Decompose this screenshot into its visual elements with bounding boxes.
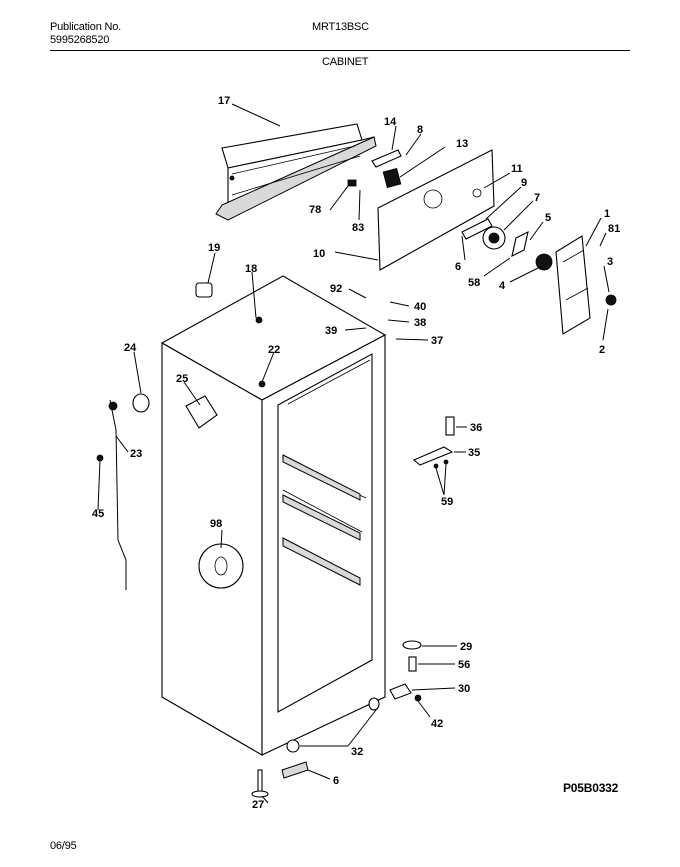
- callout-56: 56: [458, 659, 470, 671]
- callout-labels: 17 14 8 13 11 9 7 5 1 81 3 2 4 58 6 10 7…: [92, 95, 620, 811]
- callout-3: 3: [607, 256, 613, 268]
- grommet-part: [195, 282, 213, 298]
- header-rule: [50, 50, 630, 51]
- top-trim-part: [215, 123, 377, 221]
- plug-98-part: [198, 543, 244, 589]
- callout-1: 1: [604, 208, 610, 220]
- callout-14: 14: [384, 116, 397, 128]
- publication-number: 5995268520: [50, 34, 110, 46]
- callout-58: 58: [468, 277, 480, 289]
- callout-25: 25: [176, 373, 188, 385]
- section-title: CABINET: [322, 56, 369, 68]
- plug-32-part: [368, 697, 380, 711]
- callout-37: 37: [431, 335, 443, 347]
- callout-24: 24: [124, 342, 137, 354]
- plug-32b-part: [286, 739, 300, 753]
- callout-29: 29: [460, 641, 472, 653]
- diagram-code: P05B0332: [563, 781, 619, 795]
- callout-23: 23: [130, 448, 142, 460]
- publication-label: Publication No.: [50, 21, 121, 33]
- callout-39: 39: [325, 325, 337, 337]
- side-cover-part: [555, 235, 617, 335]
- callout-2: 2: [599, 344, 605, 356]
- callout-6: 6: [333, 775, 339, 787]
- callout-38: 38: [414, 317, 426, 329]
- model-number: MRT13BSC: [312, 21, 369, 33]
- callout-45: 45: [92, 508, 104, 520]
- callout-9: 9: [521, 177, 527, 189]
- callout-78: 78: [309, 204, 321, 216]
- footer-date: 06/95: [50, 840, 77, 852]
- callout-18: 18: [245, 263, 257, 275]
- bracket-25-part: [185, 395, 218, 429]
- callout-10: 10: [313, 248, 325, 260]
- callout-59: 59: [441, 496, 453, 508]
- callout-7: 7: [534, 192, 540, 204]
- callout-27: 27: [252, 799, 264, 811]
- callout-40: 40: [414, 301, 426, 313]
- callout-42: 42: [431, 718, 443, 730]
- callout-22: 22: [268, 344, 280, 356]
- bracket-6-part: [281, 761, 309, 779]
- callout-17: 17: [218, 95, 230, 107]
- callout-98: 98: [210, 518, 222, 530]
- callout-5: 5: [545, 212, 551, 224]
- callout-36: 36: [470, 422, 482, 434]
- callout-4: 4: [499, 280, 506, 292]
- callout-83: 83: [352, 222, 364, 234]
- leader-lines: [97, 103, 610, 804]
- callout-19: 19: [208, 242, 220, 254]
- control-bracket-part: [347, 149, 402, 189]
- fan-assembly-part: [461, 218, 553, 271]
- cabinet-part: [160, 275, 387, 756]
- callout-81: 81: [608, 223, 620, 235]
- drain-tube-part: [96, 393, 150, 590]
- callout-11: 11: [511, 163, 523, 175]
- callout-92: 92: [330, 283, 342, 295]
- lower-hinge-part: [389, 640, 422, 702]
- leveling-leg-part: [251, 769, 269, 798]
- hinge-part: [412, 416, 455, 469]
- callout-30: 30: [458, 683, 470, 695]
- callout-35: 35: [468, 447, 480, 459]
- callout-8: 8: [417, 124, 423, 136]
- callout-32: 32: [351, 746, 363, 758]
- evaporator-cover-part: [377, 149, 495, 271]
- callout-13: 13: [456, 138, 468, 150]
- callout-6-fan: 6: [455, 261, 461, 273]
